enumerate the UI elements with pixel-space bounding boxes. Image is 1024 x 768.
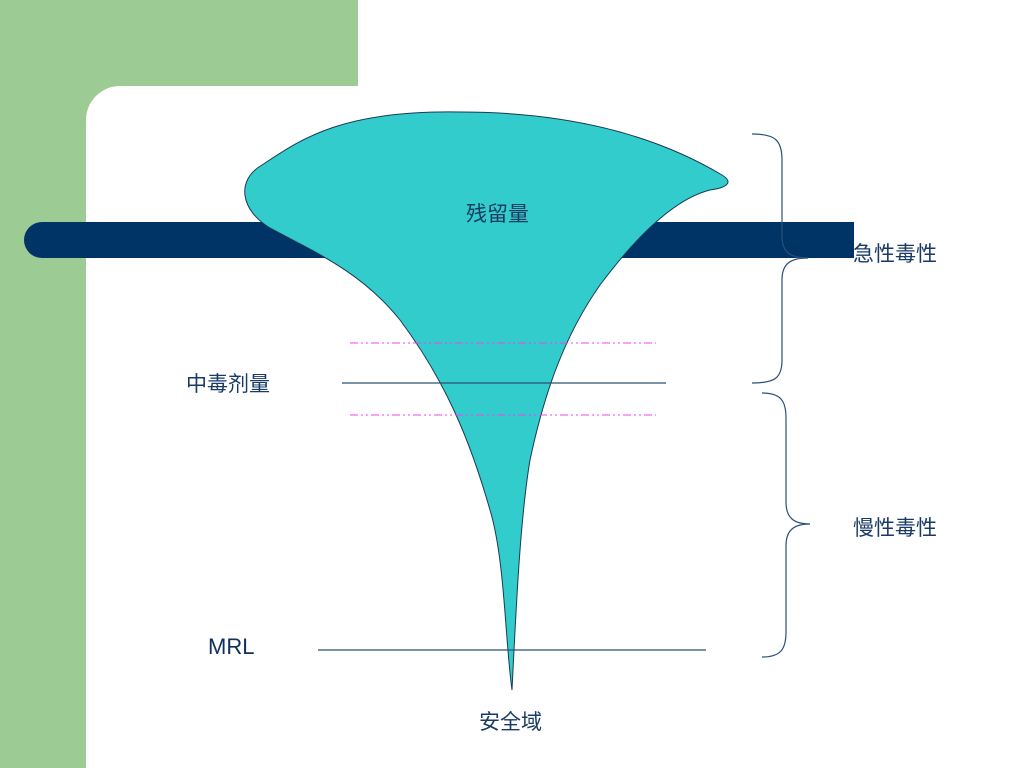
residue-label: 残留量: [466, 202, 529, 226]
slide-top-area: [358, 0, 1024, 86]
mrl-label: MRL: [208, 634, 255, 659]
acute-brace: [751, 133, 809, 384]
safe-zone-label: 安全域: [479, 710, 542, 734]
chronic-toxicity-label: 慢性毒性: [853, 516, 937, 540]
residue-funnel: [244, 111, 729, 691]
acute-toxicity-label: 急性毒性: [853, 242, 937, 266]
toxic-dose-label: 中毒剂量: [186, 372, 270, 396]
horizontal-bar-end: [820, 222, 854, 258]
chronic-brace: [761, 392, 811, 658]
